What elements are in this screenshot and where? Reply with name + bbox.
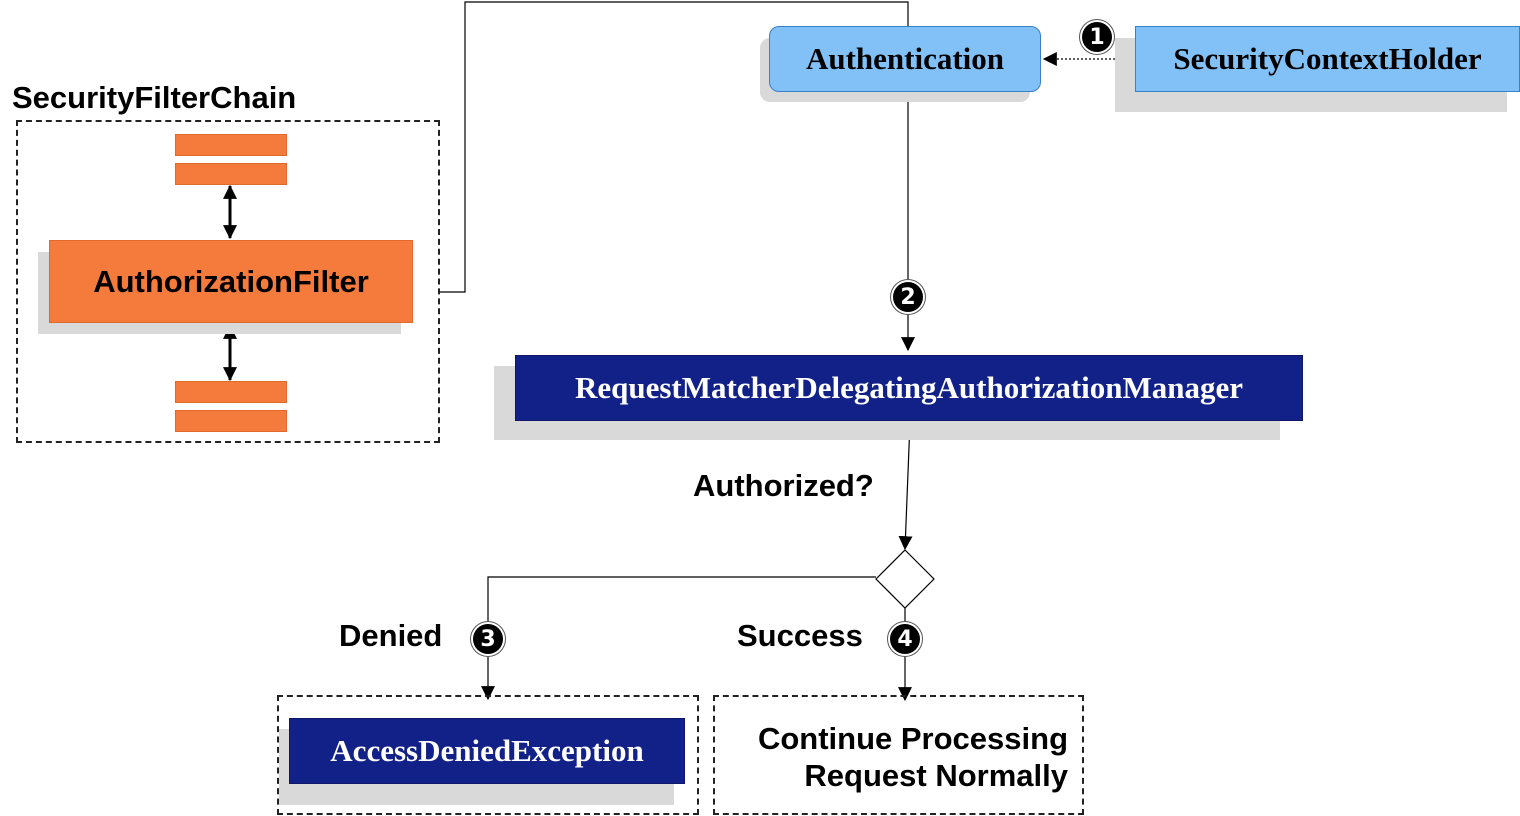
step-3-badge: 3 — [473, 624, 503, 654]
continue-processing-line-2: Request Normally — [804, 758, 1068, 793]
authorization-manager-label: RequestMatcherDelegatingAuthorizationMan… — [574, 370, 1244, 405]
step-2-badge: 2 — [893, 282, 923, 312]
access-denied-exception-node: AccessDeniedException — [289, 718, 685, 784]
decision-question-label: Authorized? — [693, 468, 874, 503]
continue-processing-text: Continue Processing Request Normally — [713, 720, 1068, 794]
security-context-holder-node: SecurityContextHolder — [1135, 26, 1520, 92]
filter-to-authentication-line — [440, 1, 909, 293]
decision-diamond — [875, 549, 935, 609]
step-4-badge: 4 — [890, 624, 920, 654]
authorization-filter-node: AuthorizationFilter — [49, 240, 413, 323]
success-outcome-box — [713, 695, 1084, 815]
authentication-label: Authentication — [805, 41, 1005, 76]
continue-processing-line-1: Continue Processing — [757, 721, 1068, 756]
filter-bar-top-1 — [175, 134, 287, 156]
denied-branch-label: Denied — [339, 618, 443, 653]
filter-bar-bottom-2 — [175, 410, 287, 432]
filter-bar-top-2 — [175, 163, 287, 185]
manager-to-decision-arrow — [898, 421, 913, 551]
security-context-holder-label: SecurityContextHolder — [1173, 41, 1482, 76]
security-filter-chain-title: SecurityFilterChain — [12, 80, 297, 115]
step-1-badge: 1 — [1082, 22, 1112, 52]
authentication-node: Authentication — [769, 26, 1041, 92]
denied-branch-arrow — [481, 576, 876, 701]
access-denied-exception-label: AccessDeniedException — [330, 733, 644, 768]
denied-outcome-box — [277, 695, 699, 815]
security-filter-chain-box — [16, 120, 440, 443]
filter-bar-bottom-1 — [175, 381, 287, 403]
authorization-filter-label: AuthorizationFilter — [93, 263, 369, 299]
authorization-manager-node: RequestMatcherDelegatingAuthorizationMan… — [515, 355, 1303, 421]
success-branch-label: Success — [737, 618, 863, 653]
